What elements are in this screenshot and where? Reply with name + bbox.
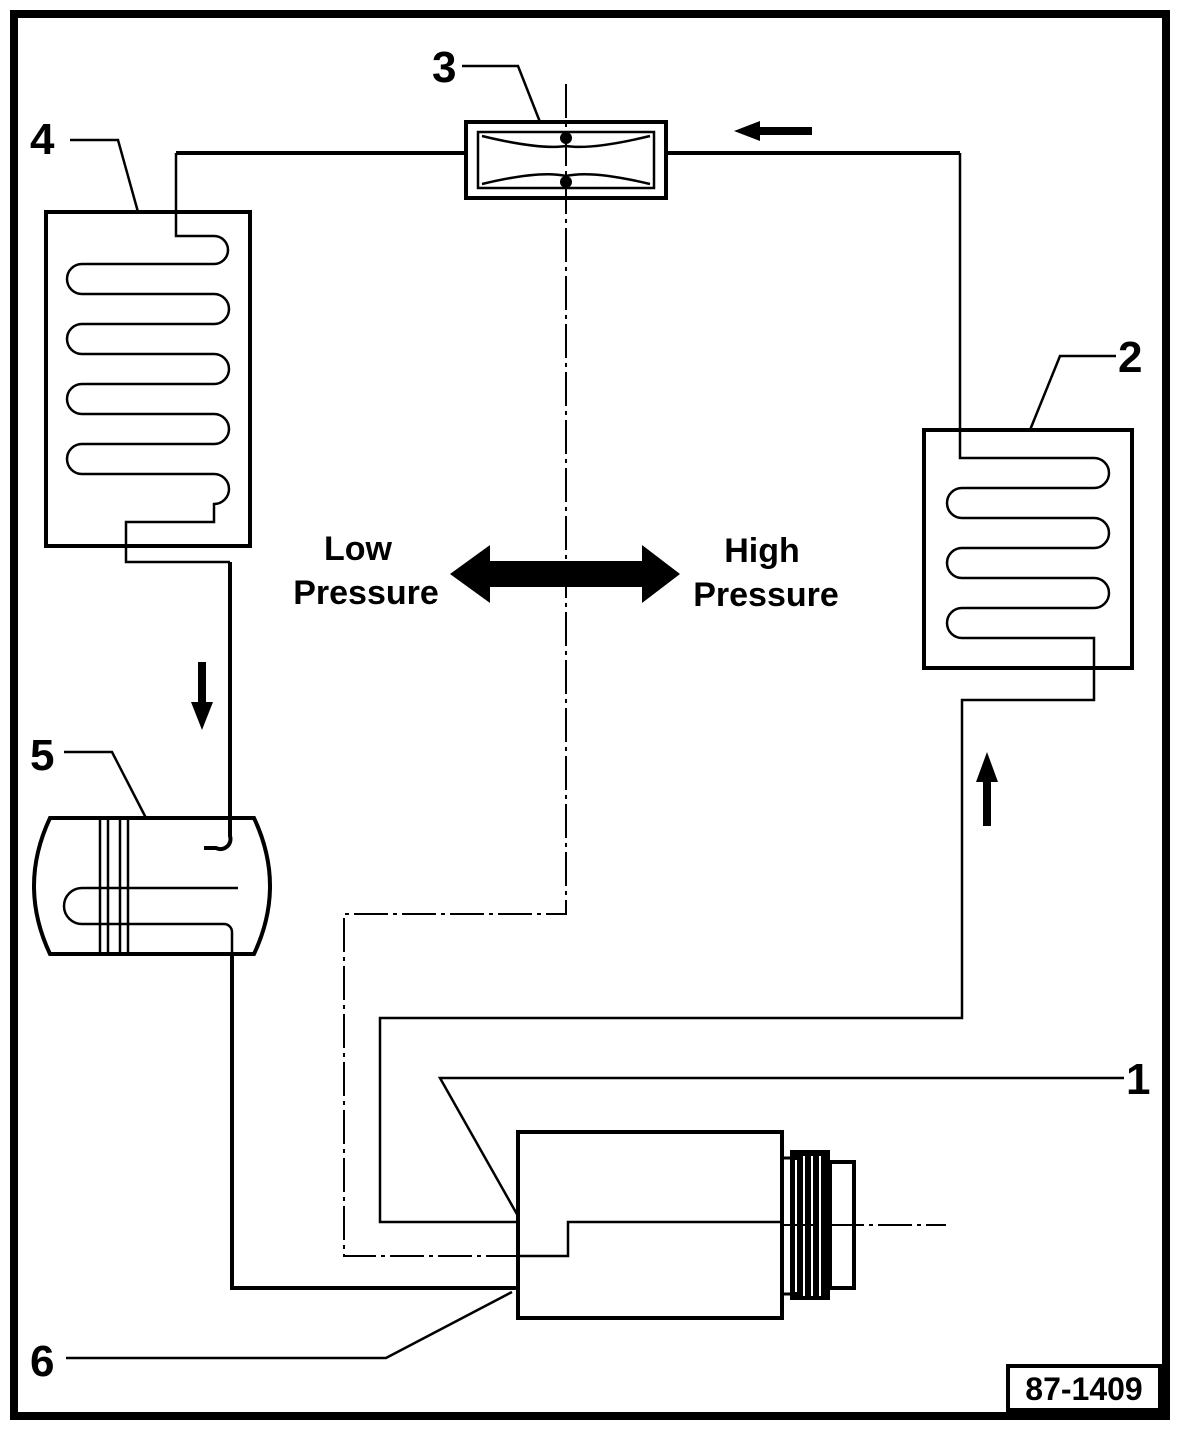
arrow-icon-left (191, 662, 213, 730)
pressure-divider-line (343, 84, 567, 1257)
leader-line-2 (1028, 354, 1116, 431)
callout-5: 5 (30, 731, 54, 780)
leader-line-3 (462, 64, 542, 123)
pipe-evaporator-to-accumulator (204, 562, 233, 852)
arrow-icon-top (734, 121, 812, 141)
callout-2: 2 (1118, 333, 1142, 382)
low-pressure-label-line1: Low (324, 530, 393, 568)
compressor (516, 1130, 946, 1320)
callout-1: 1 (1126, 1055, 1150, 1104)
accumulator (32, 816, 272, 956)
outer-frame (10, 10, 1170, 1420)
high-pressure-label-line2: Pressure (693, 576, 839, 614)
figure-number: 87-1409 (1025, 1371, 1142, 1407)
arrow-icon-right (976, 752, 998, 826)
evaporator (44, 153, 252, 564)
callout-4: 4 (30, 115, 55, 164)
leader-line-1 (437, 1076, 1124, 1217)
pipe-accumulator-to-compressor (230, 954, 518, 1290)
leader-line-5 (64, 750, 148, 819)
condenser (378, 153, 1134, 1224)
double-arrow-icon (450, 545, 680, 603)
callout-3: 3 (432, 43, 456, 92)
leader-line-4 (70, 138, 140, 213)
leader-line-6 (66, 1290, 513, 1360)
figure-number-box: 87-1409 (1006, 1364, 1162, 1412)
callout-6: 6 (30, 1337, 54, 1386)
high-pressure-label-line1: High (724, 532, 800, 570)
low-pressure-label-line2: Pressure (293, 574, 439, 612)
